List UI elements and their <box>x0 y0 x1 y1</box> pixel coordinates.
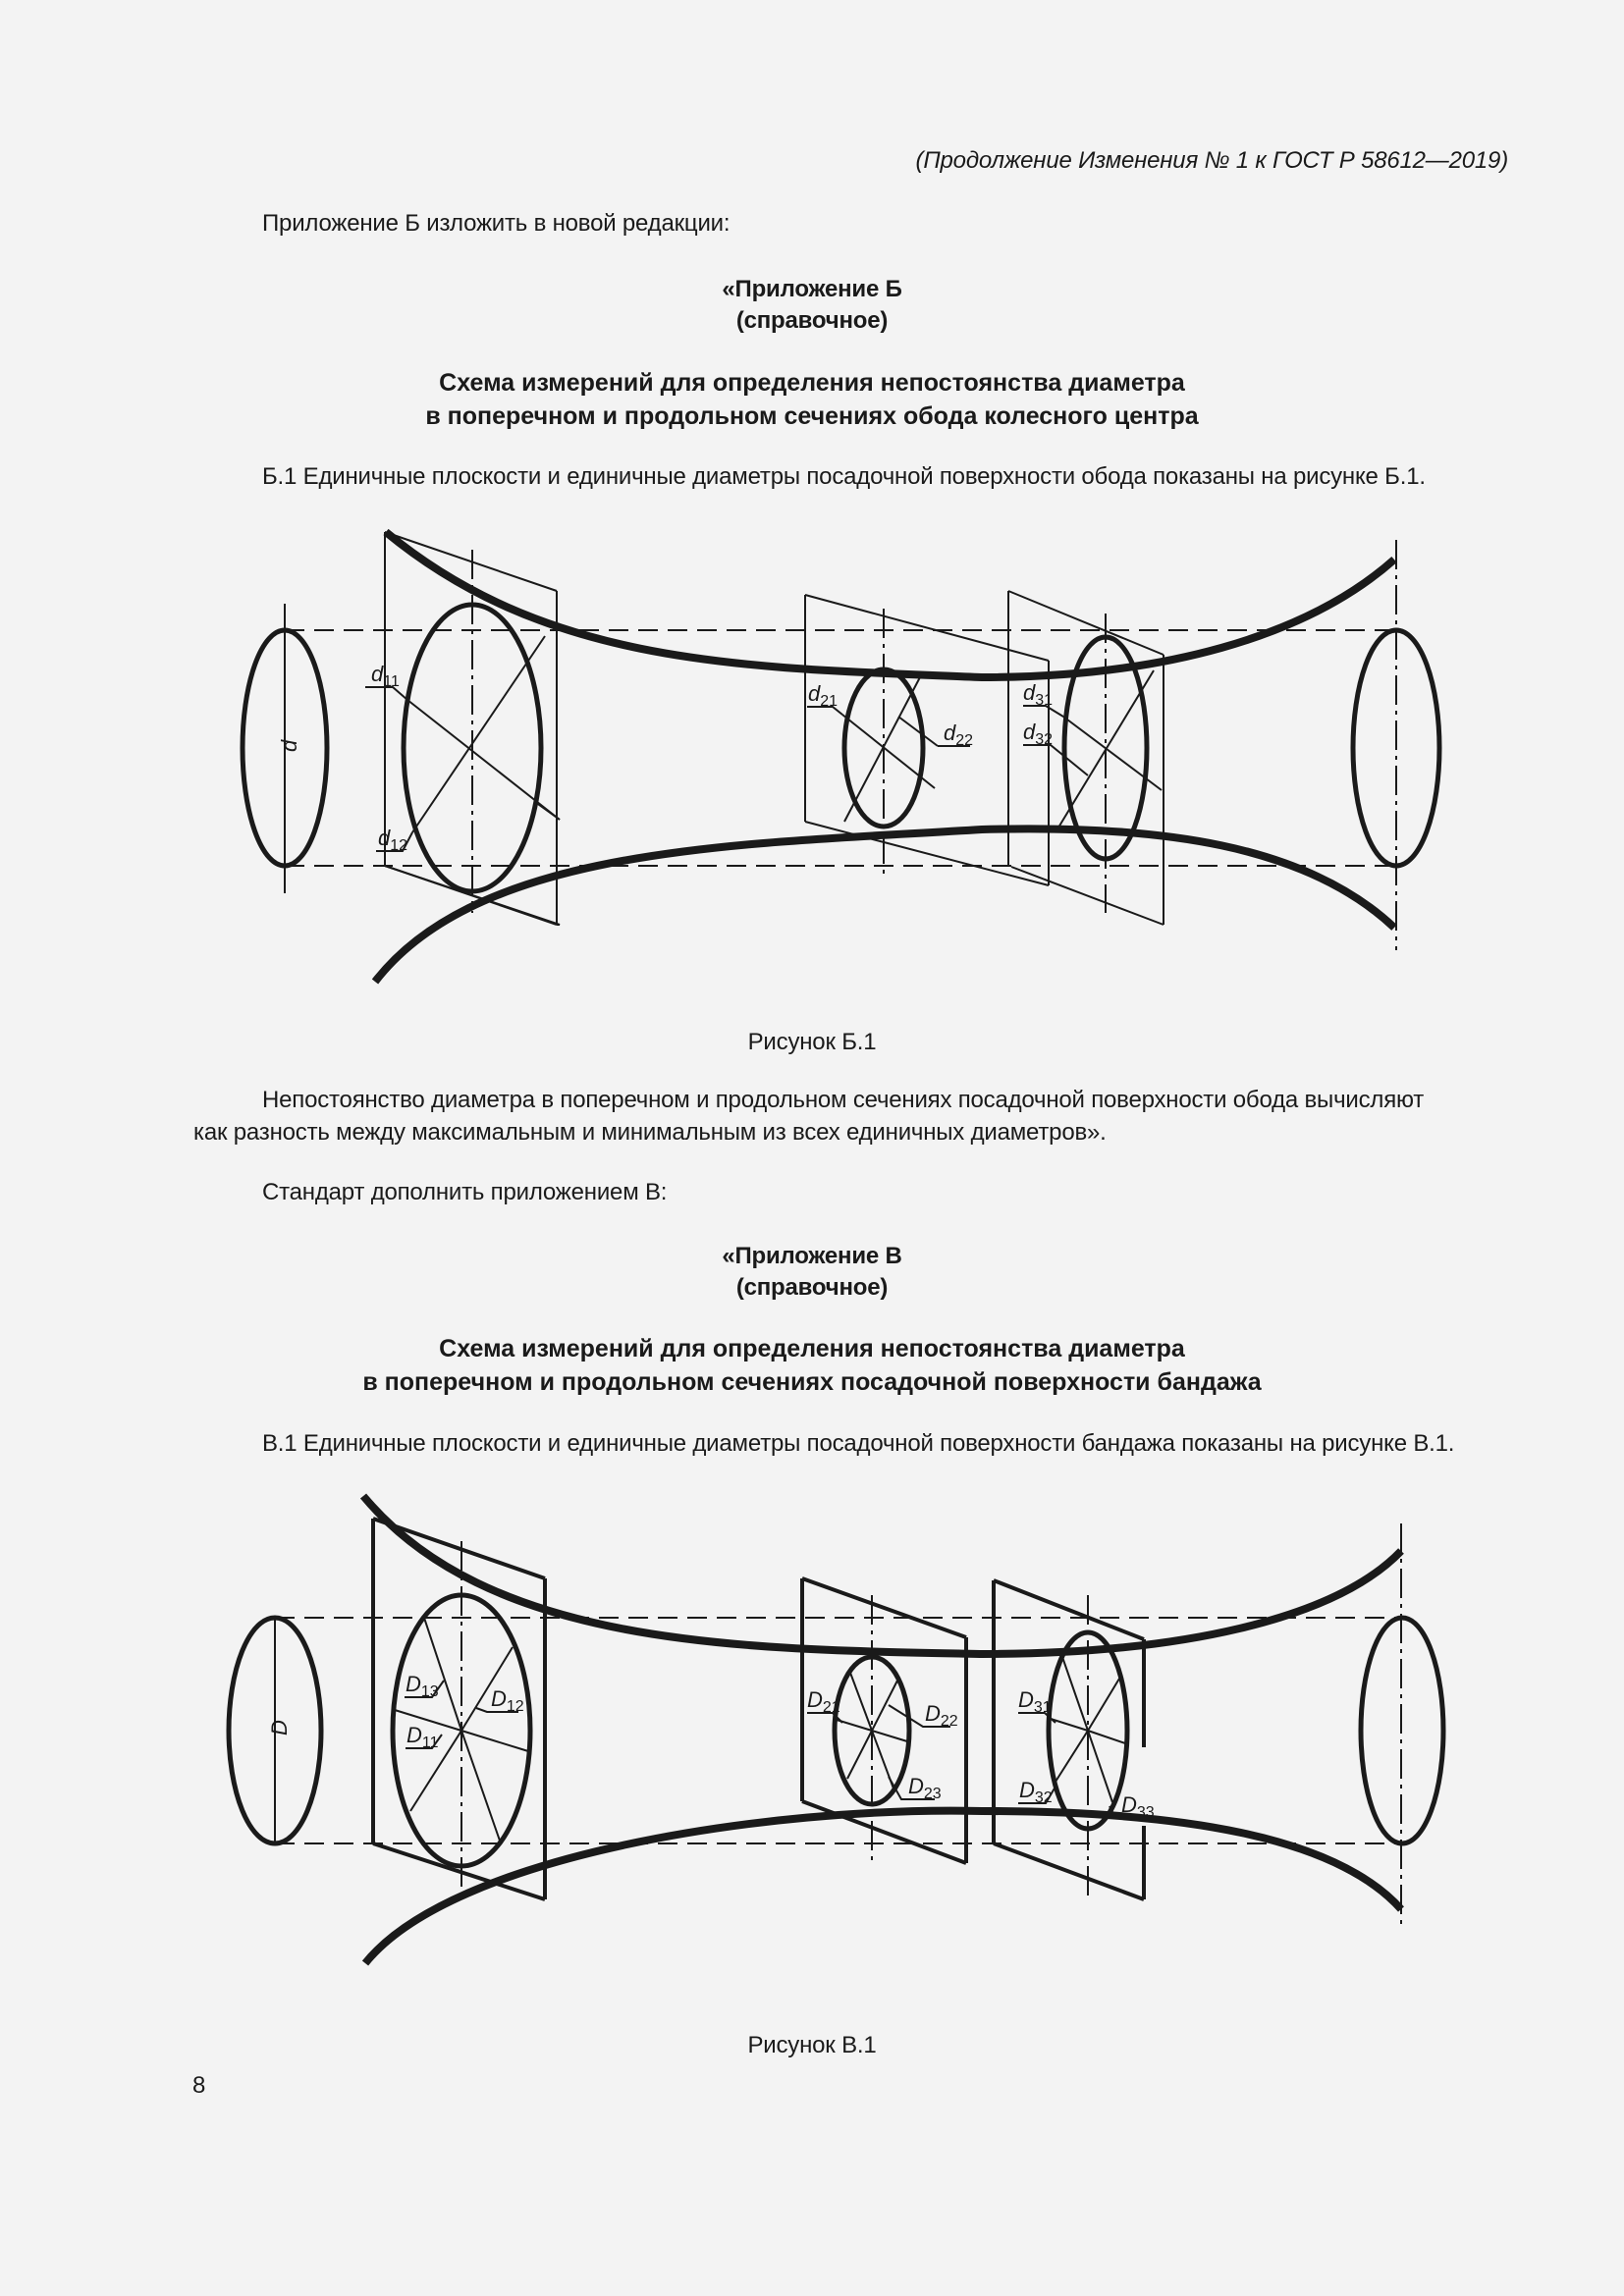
label-D31: D31 <box>1018 1687 1052 1716</box>
paragraph-b-line2: как разность между максимальным и минима… <box>193 1119 1107 1146</box>
figure-b1: d d11 d12 d21 d22 d31 d32 <box>240 528 1442 985</box>
clause-v1: В.1 Единичные плоскости и единичные диам… <box>262 1430 1455 1457</box>
label-D23: D23 <box>908 1774 942 1802</box>
appendix-b-type: (справочное) <box>735 307 889 334</box>
label-D11: D11 <box>406 1723 439 1751</box>
section-b-intro: Приложение Б изложить в новой редакции: <box>262 210 731 237</box>
diameter-label-d: d <box>277 739 301 752</box>
continuation-header: (Продолжение Изменения № 1 к ГОСТ Р 5861… <box>915 147 1509 174</box>
label-D33: D33 <box>1121 1792 1155 1821</box>
section-v-intro: Стандарт дополнить приложением В: <box>262 1179 668 1205</box>
figure-b1-caption: Рисунок Б.1 <box>747 1029 877 1055</box>
appendix-b-title-line1: Схема измерений для определения непостоя… <box>439 369 1185 397</box>
label-d11: d11 <box>371 662 400 690</box>
appendix-b-title-line2: в поперечном и продольном сечениях обода… <box>425 402 1199 430</box>
label-d12: d12 <box>378 826 407 854</box>
label-d32: d32 <box>1023 720 1053 748</box>
appendix-v-type: (справочное) <box>735 1274 889 1301</box>
appendix-v-label: «Приложение В <box>722 1243 902 1269</box>
diameter-label-D: D <box>267 1720 292 1735</box>
page-number: 8 <box>192 2072 206 2099</box>
label-d31: d31 <box>1023 680 1053 709</box>
label-D12: D12 <box>491 1686 524 1715</box>
appendix-v-title-line1: Схема измерений для определения непостоя… <box>439 1335 1185 1362</box>
appendix-b-label: «Приложение Б <box>722 276 902 302</box>
appendix-v-title-line2: в поперечном и продольном сечениях посад… <box>362 1368 1262 1396</box>
paragraph-b-line1: Непостоянство диаметра в поперечном и пр… <box>262 1087 1425 1113</box>
clause-b1: Б.1 Единичные плоскости и единичные диам… <box>262 463 1426 490</box>
figure-v1-caption: Рисунок В.1 <box>747 2032 877 2058</box>
figure-v1: D D13 D12 D11 D21 D22 D23 D31 D32 D33 <box>226 1493 1446 1966</box>
label-D21: D21 <box>807 1687 840 1716</box>
label-D22: D22 <box>925 1701 958 1730</box>
label-d21: d21 <box>808 681 838 710</box>
label-d22: d22 <box>944 721 973 749</box>
label-D13: D13 <box>406 1672 439 1700</box>
label-D32: D32 <box>1019 1778 1053 1806</box>
